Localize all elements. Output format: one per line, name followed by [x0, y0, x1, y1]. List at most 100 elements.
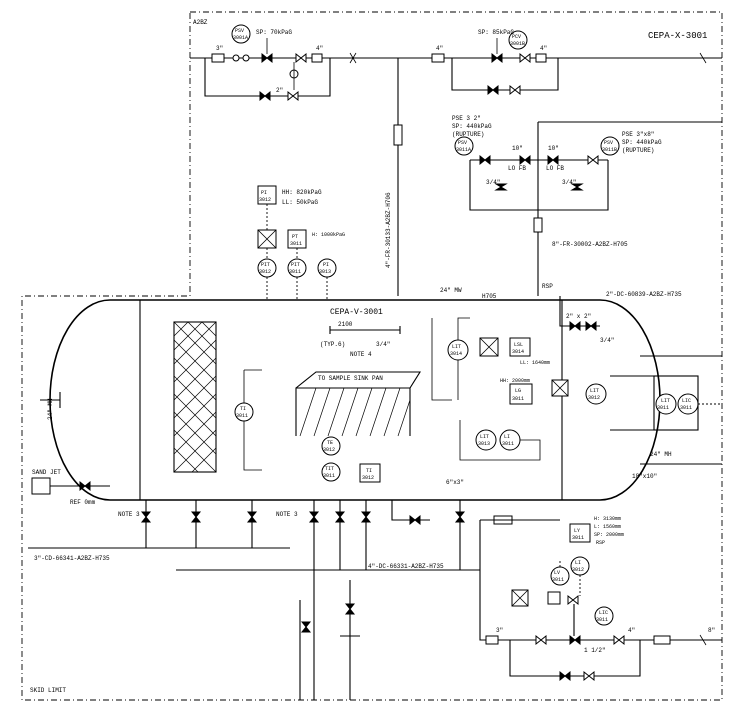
svg-text:H705: H705 [482, 293, 497, 300]
sand-pan [295, 371, 421, 437]
svg-text:3011: 3011 [289, 269, 301, 275]
svg-text:LSL: LSL [514, 342, 523, 348]
instrument-bubble [508, 30, 528, 50]
svg-text:PI: PI [261, 190, 267, 196]
svg-text:LL: 50kPaG: LL: 50kPaG [282, 199, 318, 206]
svg-text:TI: TI [366, 468, 372, 474]
svg-text:PSV: PSV [235, 28, 244, 34]
svg-text:24" MW: 24" MW [440, 287, 462, 294]
svg-text:PI: PI [323, 262, 329, 268]
svg-text:10": 10" [548, 145, 559, 152]
svg-text:2" x 2": 2" x 2" [566, 313, 591, 320]
svg-text:SP: 440kPaG: SP: 440kPaG [452, 123, 492, 130]
svg-text:24" MH: 24" MH [650, 451, 672, 458]
svg-text:LL: 1640mm: LL: 1640mm [520, 360, 550, 366]
svg-text:3011: 3011 [552, 577, 564, 583]
svg-text:SP: 85kPaG: SP: 85kPaG [478, 29, 514, 36]
svg-text:LI: LI [504, 434, 510, 440]
svg-text:10": 10" [512, 145, 523, 152]
svg-text:H: 3130mm: H: 3130mm [594, 516, 621, 522]
svg-text:2"-DC-60839-A2BZ-H735: 2"-DC-60839-A2BZ-H735 [606, 291, 682, 298]
svg-text:LY: LY [574, 528, 580, 534]
svg-text:3/4": 3/4" [562, 179, 576, 186]
svg-text:LIC: LIC [599, 610, 608, 616]
svg-text:3013: 3013 [319, 269, 331, 275]
svg-text:8"-FR-30002-A2BZ-H705: 8"-FR-30002-A2BZ-H705 [552, 241, 628, 248]
svg-text:4"-FR-30133-A2BZ-H706: 4"-FR-30133-A2BZ-H706 [385, 192, 392, 268]
svg-text:3": 3" [216, 45, 223, 52]
svg-text:3011A: 3011A [456, 147, 471, 153]
svg-text:3012: 3012 [572, 567, 584, 573]
svg-text:3001A: 3001A [233, 35, 248, 41]
instrument-bubble [600, 136, 620, 156]
svg-text:LO FB: LO FB [508, 165, 526, 172]
svg-text:3012: 3012 [588, 395, 600, 401]
svg-text:PSV: PSV [604, 140, 613, 146]
svg-text:LO FB: LO FB [546, 165, 564, 172]
svg-text:3013: 3013 [478, 441, 490, 447]
top-left-tag: A2BZ [193, 19, 208, 26]
mist-eliminator [173, 321, 217, 473]
svg-text:3012: 3012 [259, 269, 271, 275]
separator-vessel [49, 299, 661, 501]
svg-text:H: 1000kPaG: H: 1000kPaG [312, 232, 345, 238]
svg-text:3011: 3011 [290, 241, 302, 247]
svg-text:LV: LV [554, 570, 560, 576]
svg-text:TIT: TIT [325, 466, 334, 472]
instrument-bubble [231, 24, 251, 44]
svg-text:3/4": 3/4" [600, 337, 614, 344]
svg-text:3011: 3011 [657, 405, 669, 411]
svg-text:3012: 3012 [323, 447, 335, 453]
svg-text:4": 4" [316, 45, 323, 52]
svg-text:HH: 2000mm: HH: 2000mm [500, 378, 530, 384]
svg-text:LI: LI [575, 560, 581, 566]
svg-text:PSE 3 2": PSE 3 2" [452, 115, 481, 122]
svg-text:TE: TE [327, 440, 333, 446]
svg-text:4": 4" [436, 45, 443, 52]
svg-text:LIT: LIT [452, 344, 461, 350]
svg-text:4": 4" [628, 627, 635, 634]
svg-text:LIC: LIC [682, 398, 691, 404]
svg-text:TI: TI [240, 406, 246, 412]
svg-text:SP: 70kPaG: SP: 70kPaG [256, 29, 292, 36]
svg-text:3"-CD-66341-A2BZ-H735: 3"-CD-66341-A2BZ-H735 [34, 555, 110, 562]
top-header-valves [211, 52, 707, 102]
svg-text:8": 8" [708, 627, 715, 634]
svg-text:4"-DC-66331-A2BZ-H735: 4"-DC-66331-A2BZ-H735 [368, 563, 444, 570]
svg-text:PSV: PSV [458, 140, 467, 146]
svg-text:3011: 3011 [323, 473, 335, 479]
exchanger-tag: CEPA-X-3001 [648, 31, 707, 41]
svg-text:NOTE 3: NOTE 3 [118, 511, 140, 518]
svg-text:PSE 3"x8": PSE 3"x8" [622, 131, 654, 138]
svg-text:SP: 2000mm: SP: 2000mm [594, 532, 624, 538]
svg-text:18"x10": 18"x10" [632, 473, 657, 480]
drain-valves [140, 511, 466, 633]
svg-text:HH: 820kPaG: HH: 820kPaG [282, 189, 322, 196]
svg-text:3": 3" [496, 627, 503, 634]
svg-text:3011: 3011 [512, 396, 524, 402]
svg-text:PIT: PIT [291, 262, 300, 268]
svg-text:NOTE 4: NOTE 4 [350, 351, 372, 358]
svg-text:3011: 3011 [596, 617, 608, 623]
svg-text:LIT: LIT [480, 434, 489, 440]
svg-text:3014: 3014 [512, 349, 524, 355]
svg-text:3011: 3011 [680, 405, 692, 411]
svg-text:3011: 3011 [572, 535, 584, 541]
svg-text:3011B: 3011B [602, 147, 617, 153]
svg-text:LIT: LIT [590, 388, 599, 394]
svg-text:RSP: RSP [542, 283, 553, 290]
svg-text:3014: 3014 [450, 351, 462, 357]
svg-text:L: 1560mm: L: 1560mm [594, 524, 621, 530]
instrument-bubble [454, 136, 474, 156]
svg-text:3012: 3012 [259, 197, 271, 203]
svg-text:3012: 3012 [362, 475, 374, 481]
svg-text:(RUPTURE): (RUPTURE) [622, 147, 654, 154]
svg-text:SAND JET: SAND JET [32, 469, 61, 476]
svg-text:1 1/2": 1 1/2" [584, 647, 606, 654]
svg-text:NOTE 3: NOTE 3 [276, 511, 298, 518]
svg-text:LG: LG [515, 388, 521, 394]
svg-text:24" MH: 24" MH [47, 398, 54, 420]
svg-text:PT: PT [292, 234, 298, 240]
